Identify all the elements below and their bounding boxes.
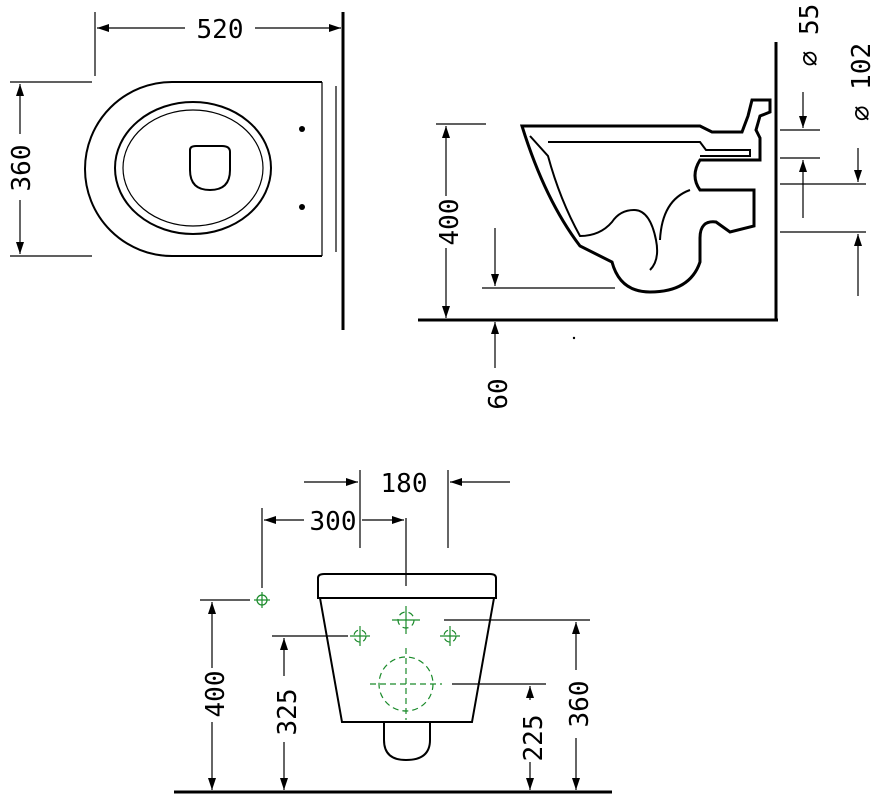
top-bowl-outline xyxy=(84,81,322,257)
dim-d55-label: ∅ 55 xyxy=(795,4,825,67)
dim-300-arrow-left xyxy=(264,516,276,524)
dim-325-label: 325 xyxy=(273,689,303,736)
dim-360-top-label: 360 xyxy=(7,145,37,192)
front-seat-top xyxy=(317,573,497,599)
dim-front400-arrow-bottom xyxy=(208,778,216,790)
front-outlet-mark xyxy=(370,648,442,720)
dim-d55-arrow-bottom xyxy=(799,160,807,172)
dim-side400-arrow-bottom xyxy=(442,306,450,318)
dim-325-arrow-bottom xyxy=(280,778,288,790)
dim-60-arrow-bottom xyxy=(491,322,499,334)
side-stray-dot xyxy=(572,336,576,340)
dim-225-arrow-top xyxy=(526,686,534,698)
dim-front400-label: 400 xyxy=(201,671,231,718)
dim-side400-label: 400 xyxy=(435,199,465,246)
front-pedestal xyxy=(383,722,431,762)
dim-front360-label: 360 xyxy=(565,681,595,728)
dim-180-arrow-left xyxy=(346,478,358,486)
dim-225-arrow-bottom xyxy=(526,778,534,790)
dim-front360-arrow-top xyxy=(572,622,580,634)
side-bowl-outline xyxy=(519,98,772,294)
dim-d102-arrow-top xyxy=(854,170,862,182)
dim-300-label: 300 xyxy=(310,507,357,537)
dim-520-label: 520 xyxy=(197,15,244,45)
top-rim-outer xyxy=(114,101,272,235)
dim-360-arrow-top xyxy=(16,84,24,96)
dim-front360-arrow-bottom xyxy=(572,778,580,790)
top-outlet-hole xyxy=(189,145,231,192)
dim-520-arrow-left xyxy=(97,24,109,32)
front-left-fixing-mark xyxy=(350,626,370,646)
dim-225-label: 225 xyxy=(519,715,549,762)
front-upper-fixing-mark xyxy=(392,606,420,634)
dim-d102-arrow-bottom xyxy=(854,234,862,246)
front-right-fixing-mark xyxy=(440,626,460,646)
dim-360-arrow-bottom xyxy=(16,242,24,254)
dim-d55-arrow xyxy=(799,116,807,128)
dim-front400-arrow-top xyxy=(208,602,216,614)
front-bowl-body xyxy=(319,597,495,723)
dim-180-arrow-right xyxy=(450,478,462,486)
top-rim-inner xyxy=(122,109,264,227)
top-fixing-dot-upper xyxy=(299,126,305,132)
dim-325-arrow-top xyxy=(280,638,288,650)
top-view: 520 360 xyxy=(7,12,345,330)
top-fixing-dot-lower xyxy=(299,204,305,210)
side-rim-inner xyxy=(548,141,751,157)
dim-60-arrow-top xyxy=(491,274,499,286)
side-view: 400 60 ∅ 55 ∅ 102 xyxy=(418,4,877,410)
side-trap-line xyxy=(659,189,691,241)
dim-300-arrow-right xyxy=(392,516,404,524)
dim-520-arrow-right xyxy=(329,24,341,32)
dim-60-label: 60 xyxy=(484,378,514,409)
side-bowl-inner xyxy=(529,135,659,271)
dim-side400-arrow-top xyxy=(442,126,450,138)
dim-180-label: 180 xyxy=(381,469,428,499)
dim-d102-label: ∅ 102 xyxy=(847,43,877,121)
front-view: 180 300 400 325 225 360 xyxy=(174,469,612,794)
